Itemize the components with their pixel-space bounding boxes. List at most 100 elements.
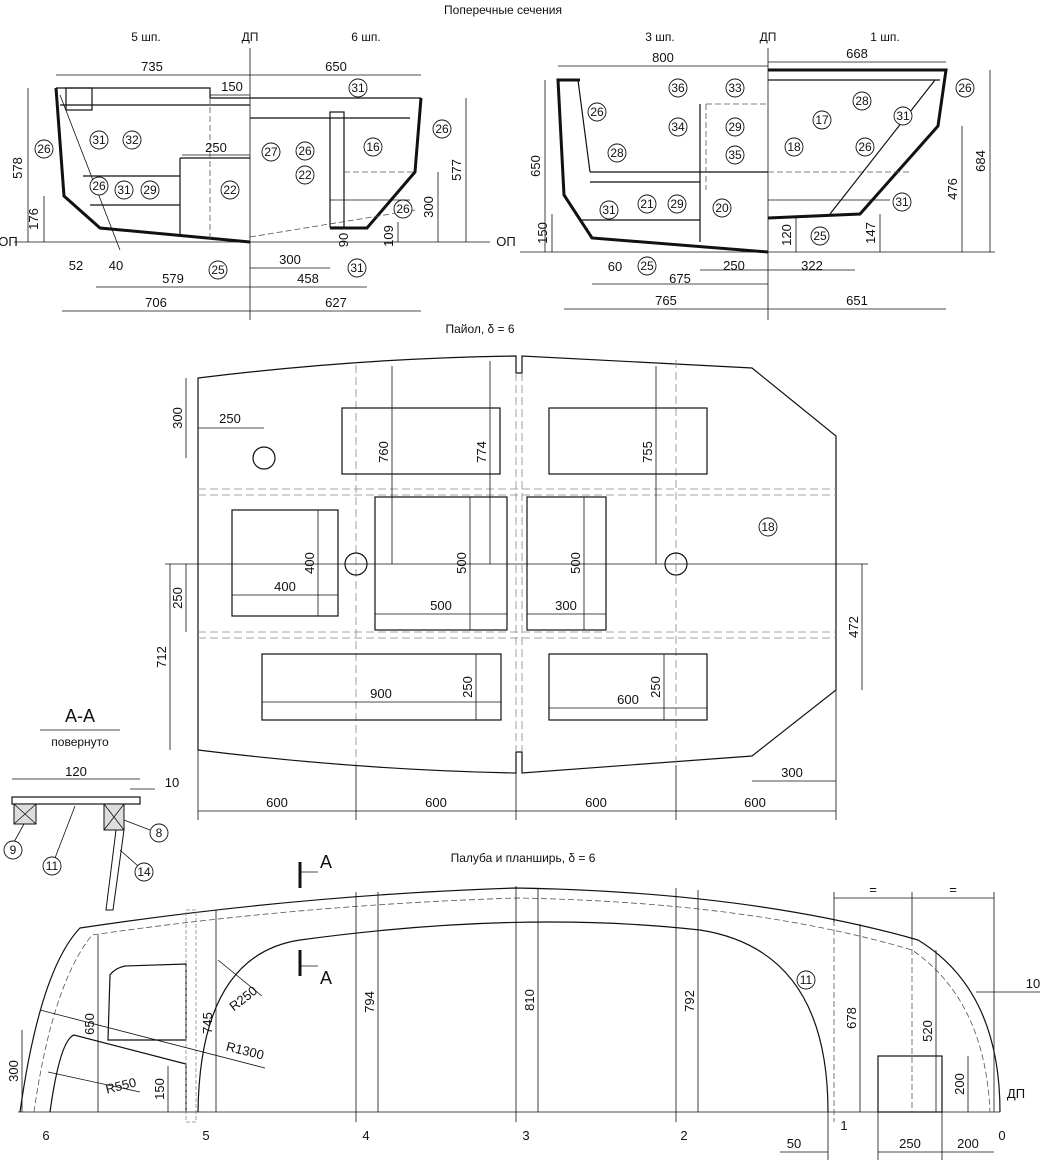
- hull-frame5: [54, 87, 251, 244]
- dim-668: 668: [846, 46, 868, 61]
- dim-40: 40: [109, 258, 123, 273]
- callouts-right: 26 36 33 28 26 34 29 17 31 28 35 18 26 3…: [587, 78, 975, 276]
- right-cross-section: 3 шп. ДП 1 шп. ОП 800 668 650 150 476 68…: [496, 30, 995, 320]
- callout-r-20: 20: [715, 201, 729, 215]
- aa-leader-14: [119, 849, 139, 867]
- hatch-3: [231, 509, 339, 617]
- callout-25: 25: [211, 263, 225, 277]
- fdim-500v1: 500: [454, 552, 469, 574]
- callout-r-28b: 28: [610, 146, 624, 160]
- callouts-left: 31 32 26 26 31 29 22 25 31 27 26 16 22 2…: [34, 78, 452, 280]
- frame3-label: 3 шп.: [645, 30, 674, 44]
- dim-250r: 250: [723, 258, 745, 273]
- brace-1: [829, 79, 936, 215]
- aa-dim-120: 120: [65, 764, 87, 779]
- aa-callout-11: 11: [46, 859, 59, 873]
- callout-r-35: 35: [728, 148, 742, 162]
- op-left: ОП: [0, 234, 18, 249]
- fdim-400v: 400: [302, 552, 317, 574]
- callout-26b: 26: [92, 179, 106, 193]
- floor-title: Пайол, δ = 6: [445, 322, 514, 336]
- dim-684: 684: [973, 150, 988, 172]
- deck-inner-dashed: [33, 897, 991, 1113]
- callout-29: 29: [143, 183, 157, 197]
- frame5-label: 5 шп.: [131, 30, 160, 44]
- fdim-250a: 250: [219, 411, 241, 426]
- diag-brace: [59, 94, 121, 251]
- hatch-4: [374, 496, 508, 631]
- frame-num-5: 5: [202, 1128, 209, 1143]
- deck-opening: [877, 1055, 943, 1113]
- op-right: ОП: [496, 234, 515, 249]
- ddim-eq2: =: [949, 882, 957, 897]
- deck-dp: ДП: [1007, 1086, 1025, 1101]
- callout-16: 16: [366, 140, 380, 154]
- ddim-520: 520: [920, 1020, 935, 1042]
- callout-r-26a: 26: [590, 105, 604, 119]
- callout-r-26b: 26: [958, 81, 972, 95]
- deck-outer: [19, 887, 1001, 1113]
- callout-22a: 22: [223, 183, 237, 197]
- dim-150r: 150: [535, 222, 550, 244]
- side-line-3: [577, 79, 591, 173]
- fdim-760: 760: [376, 441, 391, 463]
- deck-r550: R550: [104, 1075, 138, 1097]
- callout-31d: 31: [350, 261, 364, 275]
- callout-r-25b: 25: [813, 229, 827, 243]
- frame5-strip: [185, 909, 197, 1123]
- ddim-650: 650: [82, 1013, 97, 1035]
- deck-r250: R250: [226, 983, 260, 1014]
- aa-title: А-А: [65, 706, 95, 726]
- dim-800: 800: [652, 50, 674, 65]
- callout-32: 32: [125, 133, 139, 147]
- callout-r-18: 18: [787, 140, 801, 154]
- fdim-600c: 600: [617, 692, 639, 707]
- callout-r-31a: 31: [896, 109, 910, 123]
- dp-label-right: ДП: [760, 30, 777, 44]
- hole-3: [664, 552, 688, 576]
- dp-label-left: ДП: [242, 30, 259, 44]
- callout-26c: 26: [298, 144, 312, 158]
- ddim-250: 250: [899, 1136, 921, 1151]
- callout-r-26c: 26: [858, 140, 872, 154]
- callout-r-36: 36: [671, 81, 685, 95]
- deck-cutout: [107, 963, 187, 1041]
- dim-150: 150: [221, 79, 243, 94]
- coaming-box: [65, 87, 93, 111]
- dim-60: 60: [608, 259, 622, 274]
- ddim-50: 50: [787, 1136, 801, 1151]
- ddim-150: 150: [152, 1078, 167, 1100]
- dim-735: 735: [141, 59, 163, 74]
- fdim-250c: 250: [460, 676, 475, 698]
- aa-callout-8: 8: [156, 826, 163, 840]
- frame-num-1: 1: [840, 1118, 847, 1133]
- frame-num-4: 4: [362, 1128, 369, 1143]
- dim-476: 476: [945, 178, 960, 200]
- frame6-post: [329, 111, 345, 228]
- ddim-792: 792: [682, 990, 697, 1012]
- fdim-600-1: 600: [266, 795, 288, 810]
- fdim-600-3: 600: [585, 795, 607, 810]
- callout-r-29b: 29: [670, 197, 684, 211]
- frame1-label: 1 шп.: [870, 30, 899, 44]
- aa-hatching: [13, 803, 125, 831]
- callout-r-34: 34: [671, 120, 685, 134]
- frame-num-2: 2: [680, 1128, 687, 1143]
- section-aa: А-А повернуто 120 10 9 11 8 14: [3, 706, 179, 911]
- dim-250: 250: [205, 140, 227, 155]
- ddim-794: 794: [362, 991, 377, 1013]
- aa-dim-10: 10: [165, 775, 179, 790]
- hull-frame1: [767, 68, 948, 220]
- floor-plan: 300 250 760 774 755 400 400 500 500 500 …: [154, 355, 868, 820]
- dim-578: 578: [10, 157, 25, 179]
- ddim-810: 810: [522, 989, 537, 1011]
- hole-1: [252, 446, 276, 470]
- dim-651: 651: [846, 293, 868, 308]
- cockpit-edge: [197, 921, 829, 1113]
- dim-458: 458: [297, 271, 319, 286]
- fdim-400h: 400: [274, 579, 296, 594]
- dim-300h: 300: [279, 252, 301, 267]
- ddim-10: 10: [1026, 976, 1040, 991]
- callout-r-17: 17: [815, 113, 829, 127]
- hatch-7: [548, 653, 708, 721]
